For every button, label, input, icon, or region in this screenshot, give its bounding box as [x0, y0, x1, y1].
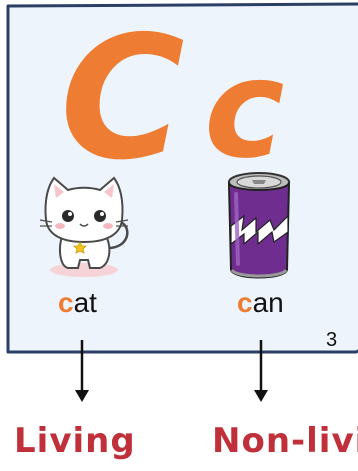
- word-rest: an: [252, 287, 284, 318]
- lowercase-letter: c: [204, 31, 285, 189]
- soda-can-icon: [227, 172, 291, 279]
- word-cat: cat: [58, 289, 97, 317]
- category-non-living: Non-livi: [212, 421, 358, 461]
- word-can: can: [237, 289, 284, 317]
- uppercase-letter: C: [60, 0, 185, 198]
- cat-icon: [39, 176, 129, 277]
- page-number: 3: [326, 329, 338, 351]
- word-first-letter: c: [58, 287, 74, 318]
- word-rest: at: [73, 287, 97, 318]
- category-living: Living: [14, 421, 136, 461]
- word-first-letter: c: [237, 287, 253, 318]
